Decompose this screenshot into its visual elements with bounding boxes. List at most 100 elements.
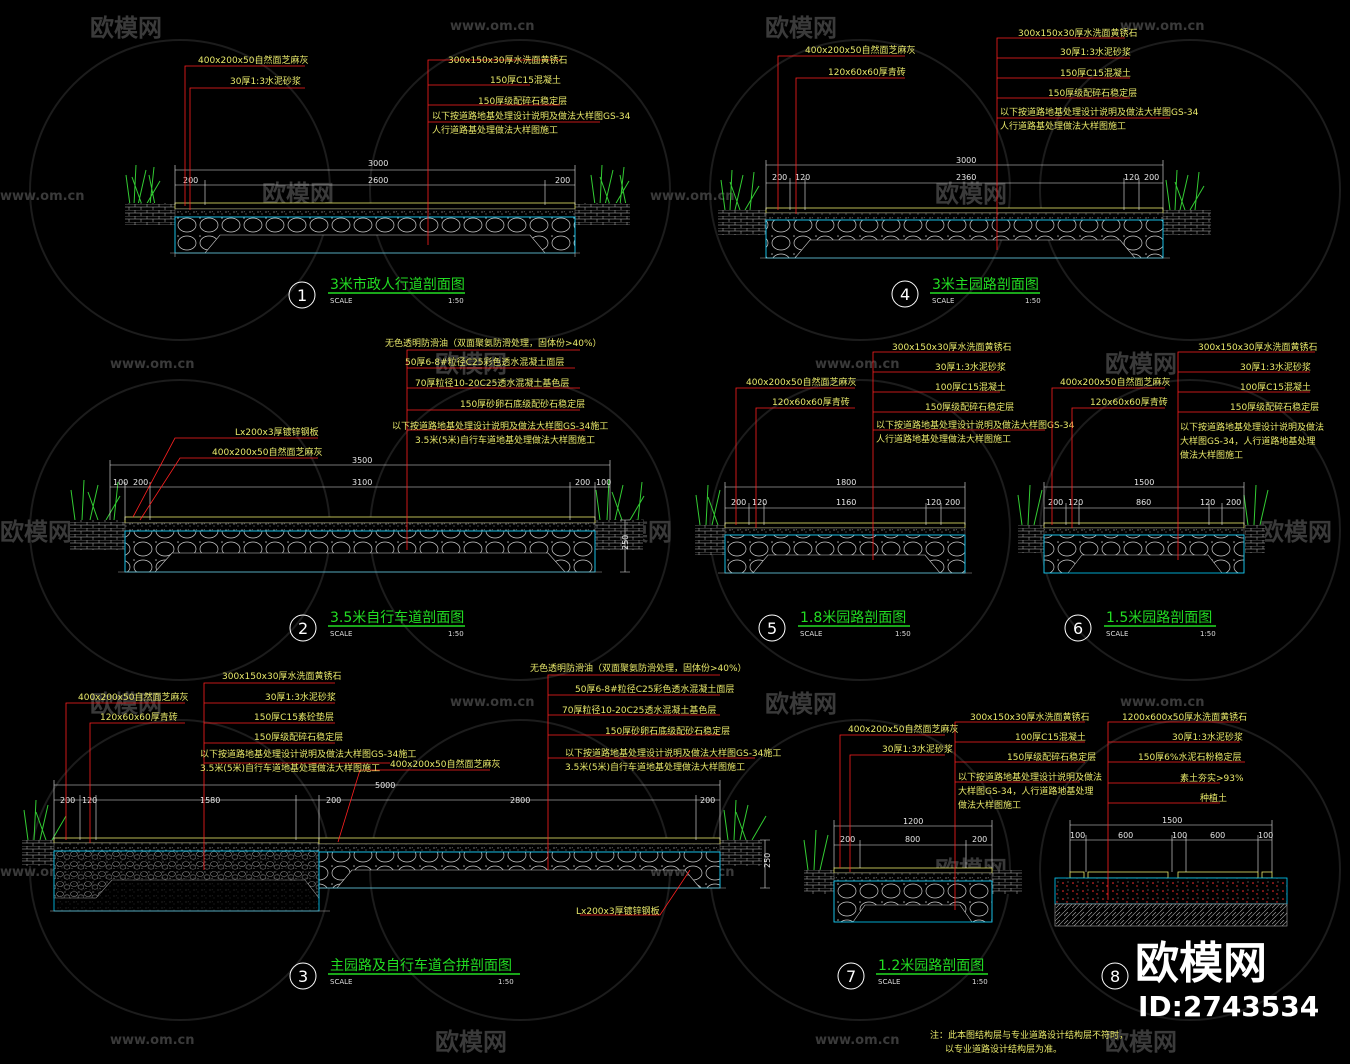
dim-part: 100 — [1258, 831, 1273, 840]
watermark-site: www.om.cn — [450, 695, 535, 710]
layer-label: 100厚C15混凝土 — [935, 381, 1006, 393]
layer-label: 400x200x50自然面芝麻灰 — [198, 54, 308, 66]
layer-label: 150厚级配碎石稳定层 — [478, 95, 567, 107]
dim-part: 100 — [1070, 831, 1085, 840]
layer-label: 30厚1:3水泥砂浆 — [265, 691, 336, 703]
layer-label: 以下按道路地基处理设计说明及做法 — [958, 771, 1102, 783]
dim-total: 3500 — [352, 456, 372, 465]
dim-part: 3100 — [352, 478, 372, 487]
dim-total: 1800 — [836, 478, 856, 487]
layer-label: 120x60x60厚青砖 — [1090, 396, 1168, 408]
layer-label: 人行道路地基处理做法大样图施工 — [876, 433, 1011, 445]
layer-label: 做法大样图施工 — [1180, 449, 1243, 461]
dim-part: 200 — [700, 796, 715, 805]
layer-label: 以下按道路地基处理设计说明及做法大样图GS-34施工 — [565, 747, 781, 759]
watermark-site: www.om.cn — [815, 357, 900, 372]
section-6: 1500 200 120 860 120 200 400x200x50自然面芝麻… — [1017, 341, 1324, 642]
dim-part: 600 — [1118, 831, 1133, 840]
dim-part: 200 — [945, 498, 960, 507]
layer-label: 150厚C15混凝土 — [490, 74, 561, 86]
section-title: 主园路及自行车道合拼剖面图 — [330, 957, 512, 974]
layer-label: 30厚1:3水泥砂浆 — [1172, 731, 1243, 743]
layer-label: 400x200x50自然面芝麻灰 — [805, 44, 915, 56]
dim-part: 200 — [972, 835, 987, 844]
layer-label: Lx200x3厚镀锌钢板 — [576, 905, 660, 917]
watermark-site: www.om.cn — [110, 357, 195, 372]
dim-part: 200 — [1048, 498, 1063, 507]
section-5: 1800 200 120 1160 120 200 400x200x50自然面芝… — [695, 341, 1075, 642]
section-title: 3.5米自行车道剖面图 — [330, 609, 464, 626]
layer-label: 400x200x50自然面芝麻灰 — [746, 376, 856, 388]
layer-label: 素土夯实>93% — [1180, 772, 1244, 784]
dim-side: 250 — [763, 853, 772, 868]
layer-label: 30厚1:3水泥砂浆 — [882, 743, 953, 755]
dim-part: 1160 — [836, 498, 856, 507]
dim-total: 3000 — [368, 159, 388, 168]
section-number-circle — [288, 281, 316, 309]
dim-part: 100 — [596, 478, 611, 487]
section-1: 3000 200 2600 200 400x200x50自然面芝麻灰 30厚1:… — [125, 54, 631, 309]
dim-part: 200 — [326, 796, 341, 805]
watermark-brand: 欧模网 — [90, 14, 162, 42]
layer-label: 人行道路基处理做法大样图施工 — [1000, 120, 1126, 132]
layer-label: 做法大样图施工 — [958, 799, 1021, 811]
section-number: 2 — [298, 619, 308, 638]
layer-label: 150厚级配碎石稳定层 — [925, 401, 1014, 413]
watermark-site: www.om.cn — [815, 1033, 900, 1048]
id-watermark: ID:2743534 — [1138, 990, 1319, 1023]
dim-part: 800 — [905, 835, 920, 844]
layer-label: 400x200x50自然面芝麻灰 — [78, 691, 188, 703]
layer-label: 400x200x50自然面芝麻灰 — [390, 758, 500, 770]
dim-part: 120 — [1200, 498, 1215, 507]
watermark-site: www.om.cn — [650, 189, 735, 204]
layer-label: 人行道路基处理做法大样图施工 — [432, 124, 558, 136]
scale-value: 1:50 — [895, 630, 911, 638]
layer-label: 70厚粒径10-20C25透水混凝土基色层 — [415, 377, 569, 389]
scale-value: 1:50 — [448, 297, 464, 305]
scale-value: 1:50 — [498, 978, 514, 986]
section-title: 3米主园路剖面图 — [932, 277, 1039, 293]
layer-label: 300x150x30厚水洗面黄锈石 — [222, 670, 341, 682]
dim-total: 1500 — [1134, 478, 1154, 487]
scale-label: SCALE — [330, 630, 352, 638]
layer-label: 以下按道路地基处理设计说明及做法大样图GS-34 — [1000, 106, 1199, 118]
scale-label: SCALE — [878, 978, 900, 986]
scale-value: 1:50 — [448, 630, 464, 638]
footnote-line: 注：此本图结构层与专业道路设计结构层不符时， — [930, 1029, 1128, 1041]
layer-label: 300x150x30厚水洗面黄锈石 — [1198, 341, 1317, 353]
brand-watermark: 欧模网 — [1135, 938, 1267, 989]
layer-label: 50厚6-8#粒径C25彩色透水混凝土面层 — [405, 356, 564, 368]
scale-label: SCALE — [330, 297, 352, 305]
section-title: 3米市政人行道剖面图 — [330, 276, 465, 293]
watermark-site: www.om.cn — [0, 189, 85, 204]
section-4: 3000 200 120 2360 120 200 400x200x50自然面芝… — [718, 27, 1211, 308]
dim-part: 2800 — [510, 796, 530, 805]
dim-part: 200 — [575, 478, 590, 487]
layer-label: 150厚级配碎石稳定层 — [1048, 87, 1137, 99]
layer-label: 150厚级配碎石稳定层 — [254, 731, 343, 743]
scale-value: 1:50 — [972, 978, 988, 986]
watermark-brand: 欧模网 — [1105, 1028, 1177, 1056]
scale-value: 1:50 — [1025, 297, 1041, 305]
dim-total: 5000 — [375, 781, 395, 790]
dim-part: 120 — [926, 498, 941, 507]
section-3: 5000 200 120 1580 200 2800 200 250 400x2… — [22, 662, 781, 990]
layer-label: 100厚C15混凝土 — [1015, 731, 1086, 743]
layer-label: 以下按道路地基处理设计说明及做法 — [1180, 421, 1324, 433]
layer-label: 种植土 — [1200, 792, 1227, 804]
dim-part: 120 — [1068, 498, 1083, 507]
watermark-brand: 欧模网 — [0, 518, 72, 546]
dim-part: 200 — [555, 176, 570, 185]
watermark-brand: 欧模网 — [90, 690, 162, 718]
dim-part: 2360 — [956, 173, 976, 182]
layer-label: 150厚C15素砼垫层 — [254, 711, 334, 723]
watermark-site: www.om.cn — [110, 1033, 195, 1048]
dim-part: 100 — [1172, 831, 1187, 840]
watermark-brand: 欧模网 — [435, 350, 507, 378]
watermark-brand: 欧模网 — [935, 180, 1007, 208]
section-2: 3500 100 200 3100 200 100 250 Lx200x3厚镀锌… — [70, 337, 645, 642]
dim-part: 200 — [731, 498, 746, 507]
dim-total: 1200 — [903, 817, 923, 826]
layer-label: 120x60x60厚青砖 — [828, 66, 906, 78]
layer-label: 以下按道路地基处理设计说明及做法大样图GS-34 — [876, 419, 1075, 431]
